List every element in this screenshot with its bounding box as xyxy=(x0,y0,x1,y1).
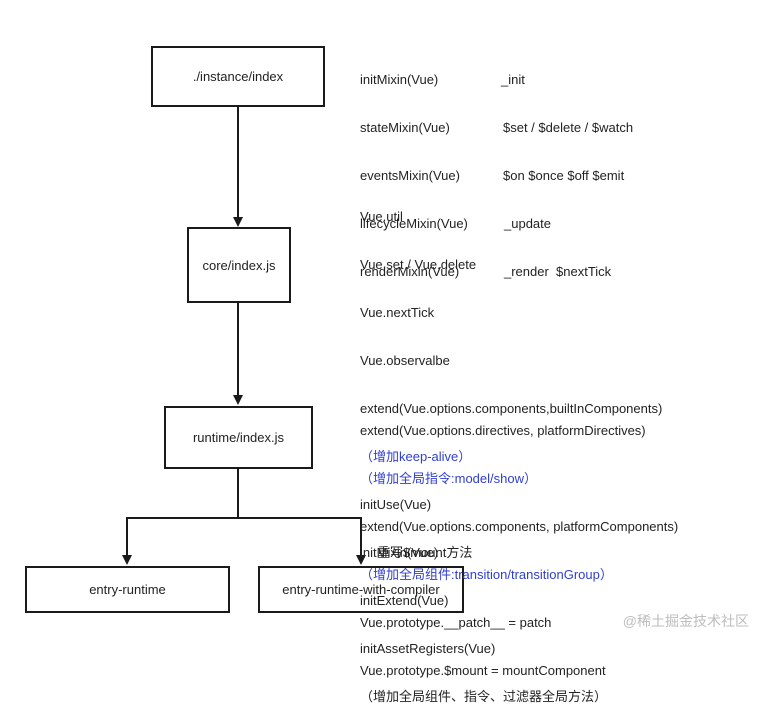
mixin-name: initMixin(Vue) xyxy=(360,72,439,87)
watermark: @稀土掘金技术社区 xyxy=(622,613,749,629)
mixin-adds: $on $once $off $emit xyxy=(503,168,625,183)
mixin-adds: _init xyxy=(501,72,525,87)
compiler-mount-note: 重写$mount方法 xyxy=(377,545,473,560)
runtime-note: extend(Vue.options.directives, platformD… xyxy=(360,423,646,438)
instance-note-row: eventsMixin(Vue) $on $once $off $emit xyxy=(360,168,660,184)
connector-lines xyxy=(122,106,366,565)
core-note: initExtend(Vue) xyxy=(360,593,449,608)
instance-note-row: stateMixin(Vue) $set / $delete / $watch xyxy=(360,120,660,136)
instance-note-row: renderMixin(Vue) _render $nextTick xyxy=(360,264,660,280)
runtime-note: extend(Vue.options.components, platformC… xyxy=(360,519,679,534)
runtime-note-highlight: （增加全局组件:transition/transitionGroup） xyxy=(360,567,613,582)
entry-runtime-label: entry-runtime xyxy=(89,582,166,597)
runtime-note-highlight: （增加全局指令:model/show） xyxy=(360,471,537,486)
core-note-highlight: （增加keep-alive） xyxy=(360,449,472,464)
instance-index-box: ./instance/index xyxy=(151,46,325,107)
runtime-note: Vue.prototype.$mount = mountComponent xyxy=(360,663,606,678)
core-note: Vue.util xyxy=(360,209,403,224)
runtime-note: Vue.prototype.__patch__ = patch xyxy=(360,615,552,630)
core-note: initUse(Vue) xyxy=(360,497,432,512)
instance-index-label: ./instance/index xyxy=(192,69,284,84)
mixin-adds: $set / $delete / $watch xyxy=(503,120,634,135)
mixin-name: eventsMixin(Vue) xyxy=(360,168,460,183)
core-index-box: core/index.js xyxy=(187,227,291,303)
instance-note-row: lifecycleMixin(Vue) _update xyxy=(360,216,660,232)
entry-runtime-with-compiler-label: entry-runtime-with-compiler xyxy=(282,582,440,597)
entry-runtime-with-compiler-box: entry-runtime-with-compiler xyxy=(258,566,464,613)
core-note: Vue.set / Vue.delete xyxy=(360,257,477,272)
runtime-index-box: runtime/index.js xyxy=(164,406,313,469)
instance-notes: initMixin(Vue) _init stateMixin(Vue) $se… xyxy=(360,40,660,296)
mixin-adds: _render $nextTick xyxy=(504,264,612,279)
mixin-name: stateMixin(Vue) xyxy=(360,120,450,135)
core-note: Vue.observalbe xyxy=(360,353,450,368)
mixin-name: lifecycleMixin(Vue) xyxy=(360,216,468,231)
runtime-index-label: runtime/index.js xyxy=(192,430,285,445)
core-note: extend(Vue.options.components,builtInCom… xyxy=(360,401,663,416)
mixin-name: renderMixin(Vue) xyxy=(360,264,460,279)
core-index-label: core/index.js xyxy=(202,257,276,273)
entry-runtime-box: entry-runtime xyxy=(25,566,230,613)
core-note: Vue.nextTick xyxy=(360,305,435,320)
mixin-adds: _update xyxy=(504,216,551,231)
instance-note-row: initMixin(Vue) _init xyxy=(360,72,660,88)
core-note: initMixin(Vue) xyxy=(360,545,439,560)
